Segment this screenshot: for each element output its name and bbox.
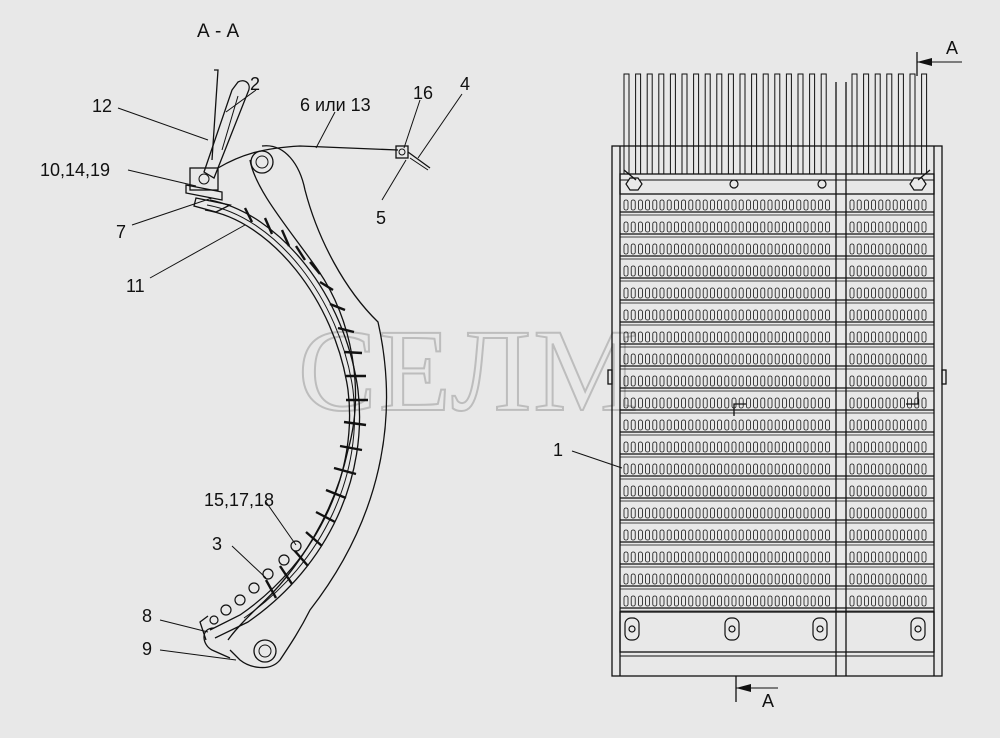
- tine: [635, 73, 642, 175]
- grate-row: [620, 573, 934, 590]
- tensioner: [395, 145, 431, 171]
- callout-3: 3: [212, 534, 222, 554]
- section-marker-top: А: [916, 38, 962, 76]
- leader-lines-left: [117, 89, 463, 661]
- grate-row: [620, 265, 934, 282]
- grate-row: [620, 595, 934, 612]
- front-view: [607, 73, 947, 677]
- tine: [820, 73, 827, 175]
- grate-row: [620, 441, 934, 458]
- tine: [669, 73, 676, 175]
- tine: [716, 73, 723, 175]
- tine: [658, 73, 665, 175]
- callout-2: 2: [250, 74, 260, 94]
- bottom-strip: [619, 611, 935, 653]
- callout-9: 9: [142, 639, 152, 659]
- grate-arc-outer: [204, 209, 351, 631]
- tine: [809, 73, 816, 175]
- cable-rod: [217, 145, 399, 169]
- section-title: А - А: [197, 21, 240, 42]
- section-view: [185, 69, 431, 669]
- tine: [897, 73, 904, 175]
- callout-11: 11: [126, 276, 145, 296]
- grate-row: [620, 243, 934, 260]
- lever-assembly: [185, 69, 250, 213]
- leader-1: [571, 450, 623, 469]
- tine: [623, 73, 630, 175]
- grate-row: [620, 551, 934, 568]
- callout-8: 8: [142, 606, 152, 626]
- bottom-mount-holes: [624, 617, 926, 641]
- tine: [774, 73, 781, 175]
- section-mark-top-label: А: [946, 38, 958, 58]
- tine: [921, 73, 928, 175]
- grate-bars: [243, 207, 368, 599]
- callout-5: 5: [376, 208, 386, 228]
- side-plate-outline: [229, 145, 388, 669]
- callouts-left: 12 2 6 или 13 16 4 10,14,19 5 7 11 15,17…: [40, 74, 470, 659]
- tine: [785, 73, 792, 175]
- grate-row: [620, 331, 934, 348]
- callout-4: 4: [460, 74, 470, 94]
- callout-6-or-13: 6 или 13: [300, 95, 371, 115]
- tine: [681, 73, 688, 175]
- panel-frame: [611, 145, 943, 677]
- grate-arc-mid: [206, 204, 356, 619]
- grate-row: [620, 397, 934, 414]
- section-mark-bottom-label: А: [762, 691, 774, 711]
- callout-15-17-18: 15,17,18: [204, 490, 274, 510]
- tine: [797, 73, 804, 175]
- lower-hook: [203, 627, 231, 659]
- callout-10-14-19: 10,14,19: [40, 160, 110, 180]
- top-tines: [623, 73, 928, 175]
- grate-row: [620, 507, 934, 524]
- callout-12: 12: [92, 96, 112, 116]
- lower-pivot-hole-inner: [258, 644, 272, 658]
- top-crossbeam: [619, 173, 935, 195]
- tine: [751, 73, 758, 175]
- upper-pivot-hole: [250, 150, 274, 174]
- tine: [863, 73, 870, 175]
- tine: [874, 73, 881, 175]
- grate-arc-inner: [209, 199, 361, 639]
- tine: [727, 73, 734, 175]
- bolts: [209, 540, 302, 625]
- grate-row: [620, 287, 934, 304]
- grate-row: [620, 221, 934, 238]
- callout-16: 16: [413, 83, 433, 103]
- tine: [851, 73, 858, 175]
- section-marker-bottom: А: [735, 676, 778, 711]
- grate-row: [620, 375, 934, 392]
- tine: [886, 73, 893, 175]
- crossbeam-bolts: [625, 177, 927, 191]
- lower-pivot-hole: [253, 639, 277, 663]
- tine: [704, 73, 711, 175]
- grate-row: [620, 463, 934, 480]
- grate-row: [620, 199, 934, 216]
- tine: [646, 73, 653, 175]
- callout-1: 1: [553, 440, 563, 460]
- lower-hook-inner: [199, 615, 209, 641]
- grate-row: [620, 529, 934, 546]
- tine: [739, 73, 746, 175]
- tine: [693, 73, 700, 175]
- upper-pivot-hole-inner: [255, 155, 269, 169]
- grate-rows: [620, 199, 934, 612]
- tine: [909, 73, 916, 175]
- grate-row: [620, 309, 934, 326]
- callout-7: 7: [116, 222, 126, 242]
- tine: [762, 73, 769, 175]
- grate-row: [620, 485, 934, 502]
- grate-row: [620, 419, 934, 436]
- grate-row: [620, 353, 934, 370]
